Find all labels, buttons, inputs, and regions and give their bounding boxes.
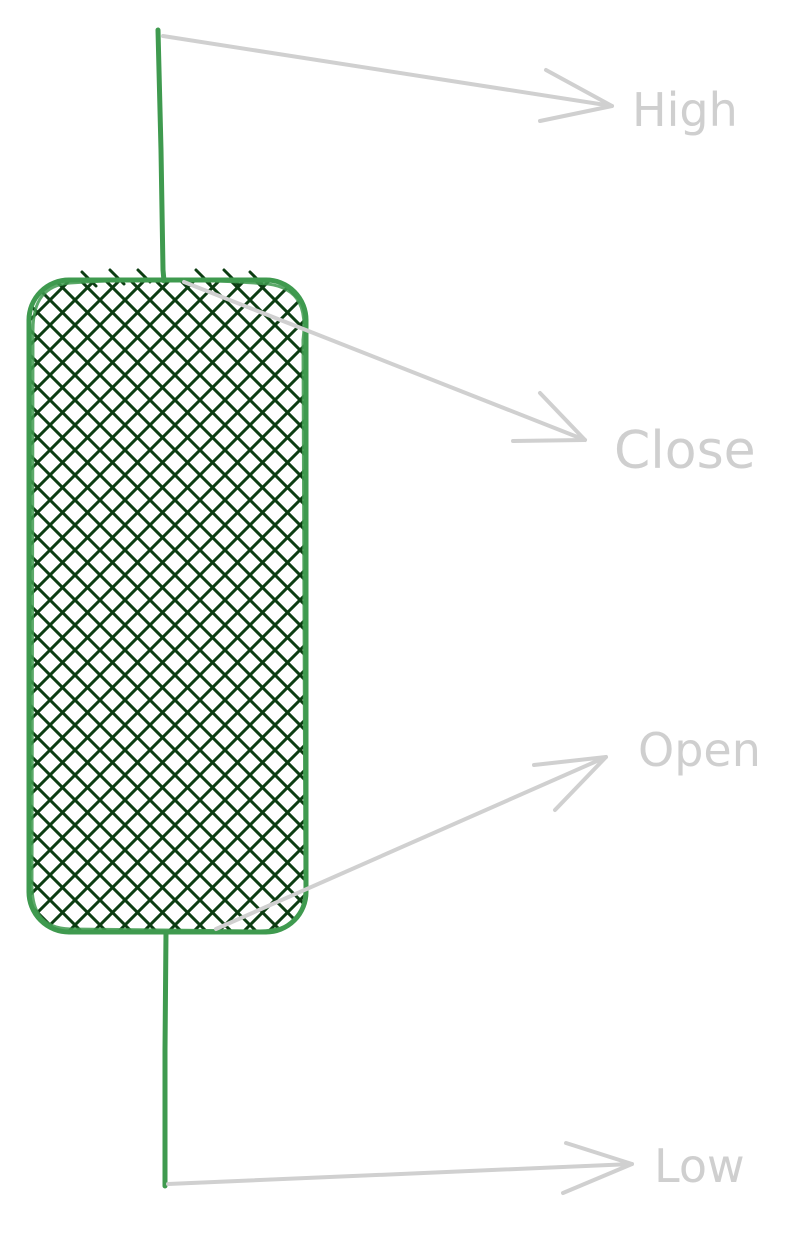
label-low: Low: [654, 1139, 745, 1193]
high-arrow: [161, 34, 614, 123]
candle-body-hatch: [29, 280, 306, 932]
upper-wick: [155, 27, 167, 284]
candle-body-outline-sketch: [30, 278, 307, 933]
low-arrow: [166, 1141, 634, 1195]
open-arrow: [214, 755, 608, 931]
label-close: Close: [614, 421, 756, 481]
label-high: High: [632, 83, 738, 137]
close-arrow: [182, 280, 587, 443]
lower-wick: [162, 929, 169, 1189]
label-open: Open: [638, 723, 761, 777]
